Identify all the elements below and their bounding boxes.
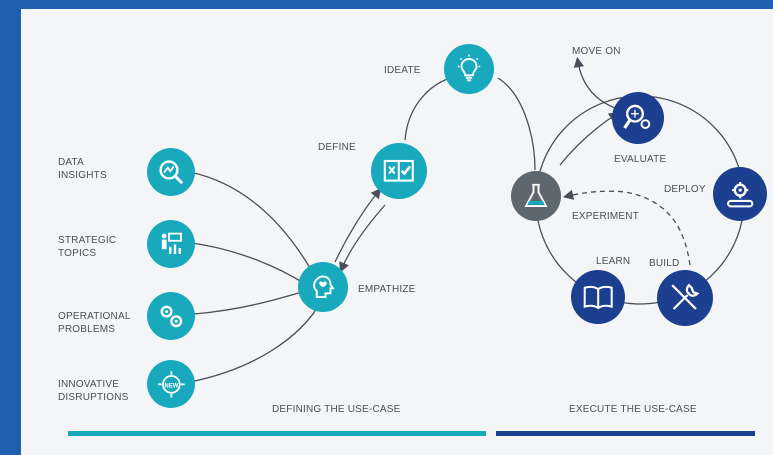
label-defining-use-case: DEFINING THE USE-CASE: [272, 404, 401, 415]
line-ideate-to-experiment: [497, 77, 536, 171]
flask-icon: [524, 183, 548, 207]
label-strategic-topics: STRATEGIC TOPICS: [58, 235, 117, 259]
line-strategic-to-empathize: [191, 242, 306, 285]
empathize-node: [298, 262, 348, 312]
new-icon-text: NEW: [164, 383, 178, 389]
head-heart-icon: [313, 275, 335, 298]
label-ideate: IDEATE: [384, 65, 421, 76]
evaluate-node: [612, 92, 664, 144]
label-innovative-disruptions: INNOVATIVE DISRUPTIONS: [58, 379, 129, 403]
arrow-move-on: [573, 56, 616, 109]
data-insights-node: [147, 148, 195, 196]
label-experiment: EXPERIMENT: [572, 211, 640, 222]
label-define: DEFINE: [318, 142, 356, 153]
line-define-to-ideate: [404, 77, 451, 141]
arrow-experiment-to-evaluate: [559, 112, 620, 166]
label-data-insights: DATA INSIGHTS: [58, 157, 107, 181]
conveyor-gear-icon: [726, 181, 754, 208]
label-learn: LEARN: [596, 256, 631, 267]
line-data-to-empathize: [189, 171, 319, 283]
line-operational-to-empathize: [193, 291, 303, 315]
new-burst-icon: NEW: [157, 370, 185, 398]
label-deploy: DEPLOY: [664, 184, 706, 195]
arrow-empathize-to-define: [334, 187, 382, 263]
innovative-disruptions-node: NEW: [147, 360, 195, 408]
label-build: BUILD: [649, 258, 680, 269]
execute-progress-bar: [496, 431, 755, 436]
magnifier-chart-icon: [158, 159, 183, 184]
presenter-board-icon: [161, 232, 182, 254]
wrench-screwdriver-icon: [671, 283, 700, 310]
arrow-define-to-empathize: [339, 204, 386, 273]
book-icon: [583, 285, 613, 310]
strategic-topics-node: [147, 220, 195, 268]
lightbulb-icon: [457, 54, 481, 82]
defining-progress-bar: [68, 431, 486, 436]
line-innovative-to-empathize: [189, 299, 323, 383]
operational-problems-node: [147, 292, 195, 340]
dashed-build-to-experiment: [562, 189, 691, 266]
label-empathize: EMPATHIZE: [358, 284, 416, 295]
define-node: [371, 143, 427, 199]
label-operational-problems: OPERATIONAL PROBLEMS: [58, 311, 131, 335]
label-evaluate: EVALUATE: [614, 154, 667, 165]
experiment-node: [511, 171, 561, 221]
learn-node: [571, 270, 625, 324]
ideate-node: [444, 44, 494, 94]
deploy-node: [713, 167, 767, 221]
build-node: [657, 270, 713, 326]
label-execute-use-case: EXECUTE THE USE-CASE: [569, 404, 697, 415]
magnifier-gear-icon: [623, 105, 651, 130]
gears-icon: [160, 305, 182, 327]
diagram-panel: [21, 9, 773, 455]
check-x-card-icon: [383, 160, 415, 182]
label-move-on: MOVE ON: [572, 46, 621, 57]
